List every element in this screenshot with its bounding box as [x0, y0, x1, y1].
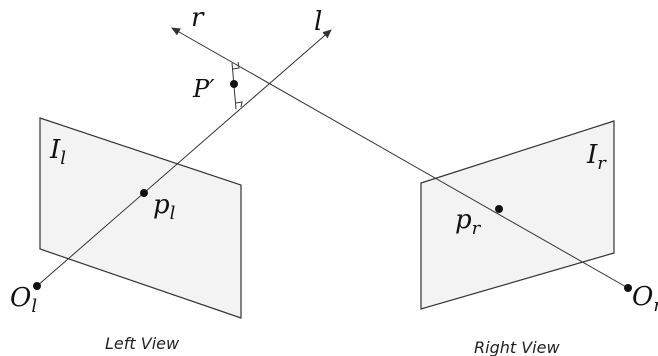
point-P-dot: [230, 80, 238, 88]
origin-Ol-dot: [33, 282, 41, 290]
image-right-label: Ir: [586, 140, 607, 174]
origin-right-sub: r: [653, 295, 658, 316]
ray-l-label: l: [314, 7, 322, 37]
image-left-label: Il: [49, 135, 66, 169]
origin-left-main: O: [10, 283, 31, 313]
ray-r-label: r: [191, 3, 205, 33]
proj-right-sub: r: [472, 218, 482, 239]
origin-left-sub: l: [31, 296, 37, 317]
proj-left-label: pl: [153, 190, 176, 224]
origin-right-label: Or: [632, 282, 658, 316]
right-image-plane: [420, 120, 615, 310]
right-angle-marker-top: [232, 61, 240, 70]
right-angle-marker-bottom: [235, 101, 243, 108]
point-P-label: P′: [192, 75, 215, 103]
origin-left-label: Ol: [10, 283, 37, 317]
origin-Or-dot: [624, 284, 632, 292]
image-left-main: I: [49, 135, 61, 165]
image-left-sub: l: [60, 148, 66, 169]
left-image-plane: [39, 117, 242, 319]
origin-right-main: O: [632, 282, 653, 312]
ray-l-line: [36, 29, 332, 287]
proj-left-sub: l: [170, 203, 176, 224]
point-pl-dot: [140, 189, 148, 197]
image-right-sub: r: [597, 153, 607, 174]
proj-right-main: p: [455, 205, 472, 235]
image-right-main: I: [586, 140, 598, 170]
caption-left-view: Left View: [105, 334, 180, 353]
proj-right-label: pr: [455, 205, 482, 239]
ray-r-line: [171, 27, 629, 289]
proj-left-main: p: [153, 190, 170, 220]
point-pr-dot: [495, 205, 503, 213]
caption-right-view: Right View: [474, 338, 560, 356]
